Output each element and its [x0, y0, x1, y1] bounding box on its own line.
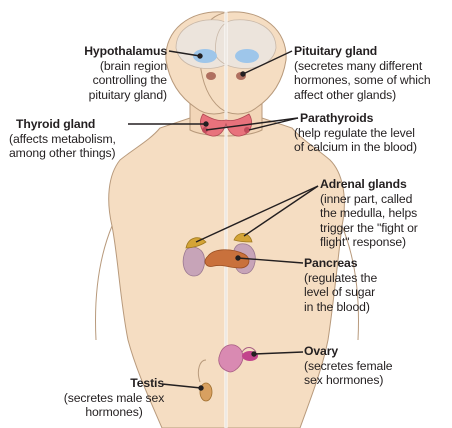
arm-left	[95, 225, 113, 341]
label-adrenal-line-3: trigger the "fight or	[320, 220, 418, 235]
label-testis-line-1: (secretes male sex	[63, 390, 165, 405]
hypothalamus-gland	[193, 49, 259, 63]
leader-pancreas	[237, 257, 304, 264]
label-testis: Testis (secretes male sex hormones)	[54, 376, 174, 420]
label-adrenal-line-2: the medulla, helps	[320, 206, 418, 220]
label-pancreas-line-1: (regulates the	[304, 270, 378, 285]
label-pancreas-line-3: in the blood)	[304, 299, 370, 314]
body-figure	[95, 11, 359, 428]
label-hypothalamus-line-1: (brain region	[99, 58, 167, 73]
label-parathyroids-line-1: (help regulate the level	[294, 125, 415, 140]
label-hypothalamus-line-2: controlling the	[92, 73, 167, 87]
label-pancreas-title: Pancreas	[304, 256, 358, 270]
leader-lines	[128, 50, 319, 391]
leader-pituitary	[242, 50, 293, 75]
arm-right	[341, 225, 359, 341]
label-hypothalamus: Hypothalamus (brain region controlling t…	[20, 44, 167, 102]
label-thyroid-line-2: among other things)	[9, 146, 116, 160]
label-adrenal: Adrenal glands (inner part, called the m…	[320, 177, 448, 250]
label-pancreas: Pancreas (regulates the level of sugar i…	[304, 256, 424, 314]
label-pituitary-line-2: hormones, some of which	[294, 73, 431, 87]
label-parathyroids: Parathyroids (help regulate the level of…	[294, 111, 449, 155]
label-pituitary-line-3: affect other glands)	[294, 87, 397, 102]
label-adrenal-line-4: flight" response)	[320, 235, 406, 249]
uterus-ovary	[218, 344, 258, 373]
label-ovary-line-1: (secretes female	[304, 358, 393, 373]
thyroid-gland	[200, 113, 252, 137]
label-adrenal-title: Adrenal glands	[320, 177, 407, 191]
label-parathyroids-title: Parathyroids	[300, 111, 374, 125]
label-thyroid-line-1: (affects metabolism,	[9, 131, 116, 146]
leader-hypothalamus	[168, 50, 201, 57]
label-adrenal-line-1: (inner part, called	[320, 191, 413, 206]
leader-ovary	[253, 351, 304, 355]
pituitary-gland	[206, 72, 246, 80]
label-hypothalamus-title: Hypothalamus	[84, 44, 167, 58]
label-hypothalamus-line-3: pituitary gland)	[88, 87, 167, 102]
label-pituitary-line-1: (secretes many different	[294, 58, 423, 73]
label-parathyroids-line-2: of calcium in the blood)	[294, 140, 417, 154]
label-testis-title: Testis	[130, 376, 164, 390]
label-thyroid-title: Thyroid gland	[16, 117, 96, 131]
pancreas-organ	[204, 249, 250, 269]
label-ovary: Ovary (secretes female sex hormones)	[304, 344, 424, 388]
leader-testis	[161, 383, 202, 389]
label-testis-line-2: hormones)	[85, 405, 143, 419]
leader-adrenal-2	[195, 185, 319, 243]
leader-adrenal-1	[243, 185, 319, 237]
label-thyroid: Thyroid gland (affects metabolism, among…	[9, 117, 139, 161]
leader-parathyroid-2	[205, 117, 299, 131]
leader-parathyroid-1	[248, 117, 299, 131]
label-pituitary: Pituitary gland (secretes many different…	[294, 44, 449, 102]
label-ovary-title: Ovary	[304, 344, 339, 358]
label-pituitary-title: Pituitary gland	[294, 44, 378, 58]
label-pancreas-line-2: level of sugar	[304, 285, 376, 299]
label-ovary-line-2: sex hormones)	[304, 373, 384, 387]
